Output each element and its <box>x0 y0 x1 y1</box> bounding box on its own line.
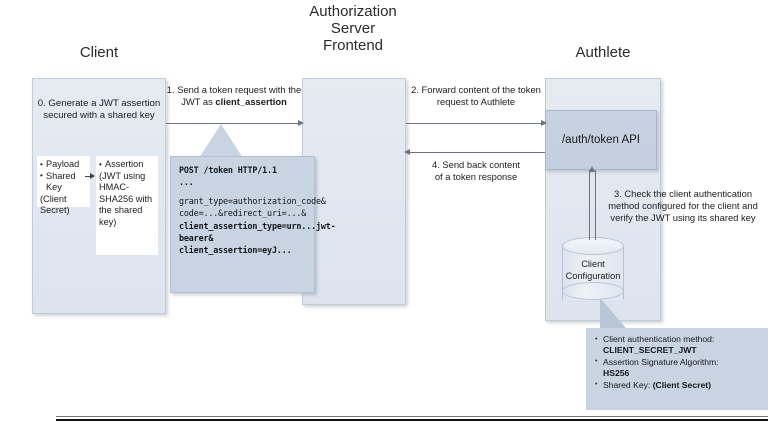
client-step0-line1: 0. Generate a JWT assertion <box>37 98 161 109</box>
callout-item-signature-alg: Assertion Signature Algorithm: HS256 <box>594 356 762 379</box>
client-note-assertion: Assertion (JWT using HMAC- SHA256 with t… <box>96 156 158 255</box>
client-step0-line2: secured with a shared key <box>43 110 155 122</box>
code-line-6: client_assertion=eyJ... <box>179 245 292 256</box>
db-to-api-line-right <box>595 170 596 240</box>
column-title-authlete: Authlete <box>545 44 661 61</box>
flow4-label-line2: of a token response <box>434 170 518 182</box>
client-step0-text: 0. Generate a JWT assertion secured with… <box>34 98 164 123</box>
auth-token-api-label: /auth/token API <box>561 134 640 146</box>
code-line-2: ... <box>179 177 194 188</box>
note-connector-arrow-icon <box>90 173 95 179</box>
code-line-3: grant_type=authorization_code& <box>179 195 326 206</box>
note-item-shared-key: Shared Key <box>40 170 86 194</box>
client-configuration-database: Client Configuration <box>562 237 624 309</box>
column-title-client: Client <box>32 44 166 61</box>
footer-rule <box>56 419 768 421</box>
db-label-line1: Client <box>581 259 605 269</box>
flow3-label-line1: 3. Check the client authentication <box>613 188 753 199</box>
flow3-label-line3: verify the JWT using its shared key <box>610 211 756 223</box>
note-assertion-cont3: SHA256 with <box>99 193 153 204</box>
callout-item-shared-key: Shared Key: (Client Secret) <box>594 379 762 391</box>
note-payload-cont2: Secret) <box>40 205 70 216</box>
callout-item2-value: HS256 <box>603 368 630 379</box>
note-connector-line <box>85 175 92 177</box>
callout-pointer-tail <box>600 298 626 328</box>
callout-item1-value: CLIENT_SECRET_JWT <box>603 345 697 356</box>
db-to-api-arrowhead-icon <box>588 166 595 172</box>
note-assertion-cont5: key) <box>99 216 117 227</box>
column-title-authorization-server-frontend: Authorization Server Frontend <box>300 3 406 54</box>
flow1-label-line2: JWT as client_assertion <box>166 96 302 108</box>
as-title-line3: Frontend <box>322 37 384 54</box>
note-assertion-cont2: HMAC- <box>99 182 130 193</box>
flow2-label: 2. Forward content of the token request … <box>406 84 546 108</box>
token-request-code-balloon: POST /token HTTP/1.1 ... grant_type=auth… <box>170 156 336 293</box>
as-title-line1: Authorization <box>309 3 397 20</box>
flow2-label-line1: 2. Forward content of the token <box>411 84 541 95</box>
flow2-arrowhead-icon <box>541 120 547 126</box>
authorization-server-frontend-box <box>302 78 406 305</box>
db-to-api-line-left <box>589 170 590 240</box>
note-item-assertion: Assertion <box>99 159 154 171</box>
flow1-label: 1. Send a token request with the JWT as … <box>166 84 302 108</box>
flow2-arrow-line <box>406 123 545 124</box>
note-assertion-cont1: (JWT using <box>99 170 146 181</box>
db-bottom-ellipse <box>562 282 624 300</box>
db-label-line2: Configuration <box>565 270 621 281</box>
callout-item3-value: (Client Secret) <box>652 379 711 390</box>
flow1-arrow-line <box>166 123 300 124</box>
code-balloon-tail <box>199 124 243 158</box>
flow4-label: 4. Send back content of a token response <box>406 159 546 183</box>
code-line-5: client_assertion_type=urn...jwt-bearer& <box>179 220 336 244</box>
note-item-payload: Payload <box>40 159 86 171</box>
footer-rule-light <box>56 416 768 417</box>
flow1-label-line2-bold: client_assertion <box>215 95 287 107</box>
db-label: Client Configuration <box>562 259 624 282</box>
note-assertion-cont4: the shared <box>99 205 143 216</box>
auth-token-api-box: /auth/token API <box>545 110 657 170</box>
flow1-arrowhead-icon <box>298 120 304 126</box>
authlete-title-text: Authlete <box>575 44 631 61</box>
flow4-arrowhead-icon <box>404 149 410 155</box>
flow3-label-line2: method configured for the client and <box>608 199 758 211</box>
code-line-1: POST /token HTTP/1.1 <box>179 165 277 175</box>
code-line-4: code=...&redirect_uri=...& <box>179 208 307 219</box>
flow1-label-line2-prefix: JWT as <box>181 95 216 107</box>
client-note-payload: Payload Shared Key (Client Secret) <box>37 156 90 215</box>
callout-item1-label: Client authentication method: <box>603 334 715 344</box>
flow1-label-line1: 1. Send a token request with the <box>166 84 302 95</box>
flow2-label-line2: request to Authlete <box>436 95 516 107</box>
as-title-line2: Server <box>330 20 376 37</box>
callout-item-auth-method: Client authentication method: CLIENT_SEC… <box>594 333 762 356</box>
flow4-label-line1: 4. Send back content <box>431 159 521 170</box>
callout-item2-label: Assertion Signature Algorithm: <box>603 356 719 367</box>
client-title-text: Client <box>79 44 119 61</box>
flow4-arrow-line <box>408 152 545 153</box>
note-payload-cont1: (Client <box>40 193 67 204</box>
db-top-ellipse <box>562 237 624 255</box>
callout-item3-label: Shared Key: <box>603 379 653 390</box>
client-config-callout: Client authentication method: CLIENT_SEC… <box>586 328 768 410</box>
flow3-label: 3. Check the client authentication metho… <box>600 188 766 223</box>
